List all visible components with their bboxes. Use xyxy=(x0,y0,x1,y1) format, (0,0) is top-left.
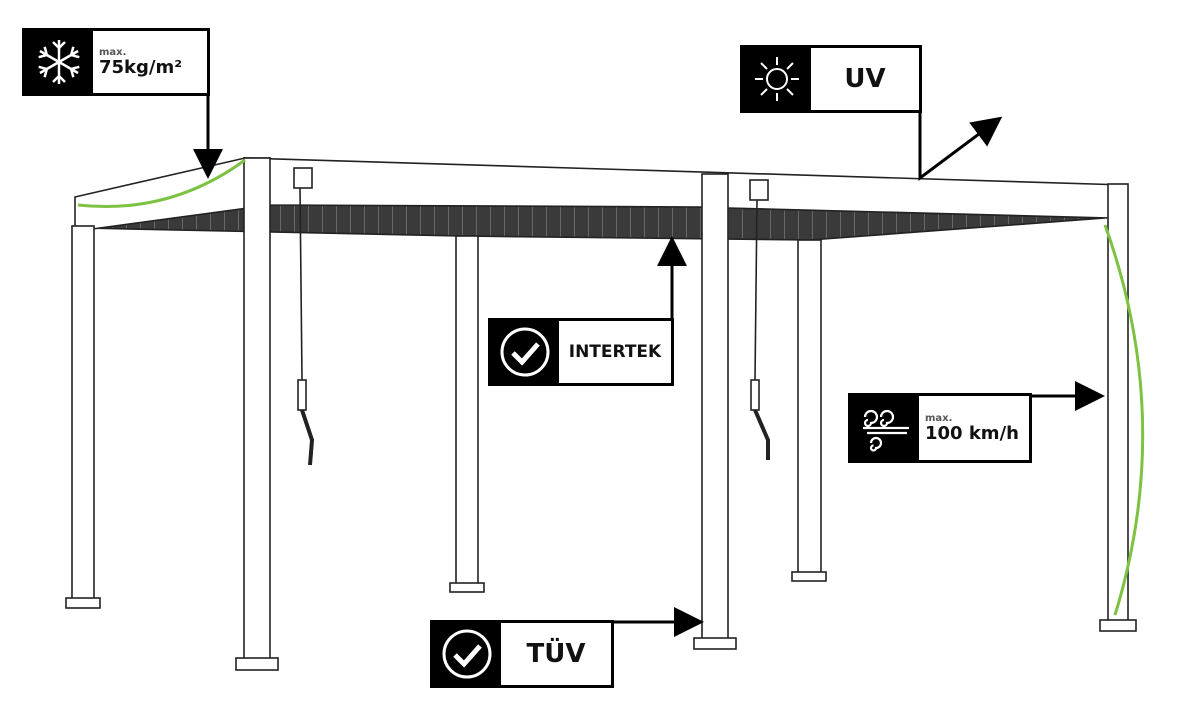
wind-load-badge: max. 100 km/h xyxy=(848,393,1032,463)
post-front-right xyxy=(1107,183,1129,625)
post-base xyxy=(235,657,279,671)
snow-load-curve xyxy=(77,158,246,209)
tuv-label: TÜV xyxy=(501,623,611,685)
post-base xyxy=(791,571,827,582)
post-front-left xyxy=(243,157,271,661)
post-base xyxy=(449,582,485,593)
post-base xyxy=(65,597,101,609)
snow-load-value: 75kg/m² xyxy=(99,56,183,78)
checkmark-circle-icon xyxy=(491,321,559,383)
snow-load-prefix: max. xyxy=(99,46,127,58)
sun-icon xyxy=(743,48,811,110)
post-front-middle xyxy=(701,173,729,641)
snow-load-badge: max. 75kg/m² xyxy=(22,28,210,96)
pergola-frame xyxy=(65,157,1137,671)
post-back-middle xyxy=(455,235,479,587)
tuv-badge: TÜV xyxy=(430,620,614,688)
post-base xyxy=(693,637,737,650)
checkmark-circle-icon xyxy=(433,623,501,685)
motor-box xyxy=(749,179,769,201)
uv-badge: UV xyxy=(740,45,922,113)
post-base xyxy=(1099,619,1137,632)
motor-box xyxy=(293,167,313,189)
uv-label: UV xyxy=(811,48,919,110)
snowflake-icon xyxy=(25,31,93,93)
crank-handle xyxy=(750,379,760,411)
crank-handle xyxy=(297,379,307,411)
wind-load-prefix: max. xyxy=(925,412,953,424)
wind-icon xyxy=(851,396,919,460)
post-back-right xyxy=(797,239,822,576)
intertek-label: INTERTEK xyxy=(559,321,671,383)
wind-load-value: 100 km/h xyxy=(925,422,1019,444)
post-back-left xyxy=(71,225,95,602)
wind-load-curve xyxy=(1103,224,1145,616)
uv-arrow xyxy=(918,112,1003,181)
intertek-badge: INTERTEK xyxy=(488,318,674,386)
